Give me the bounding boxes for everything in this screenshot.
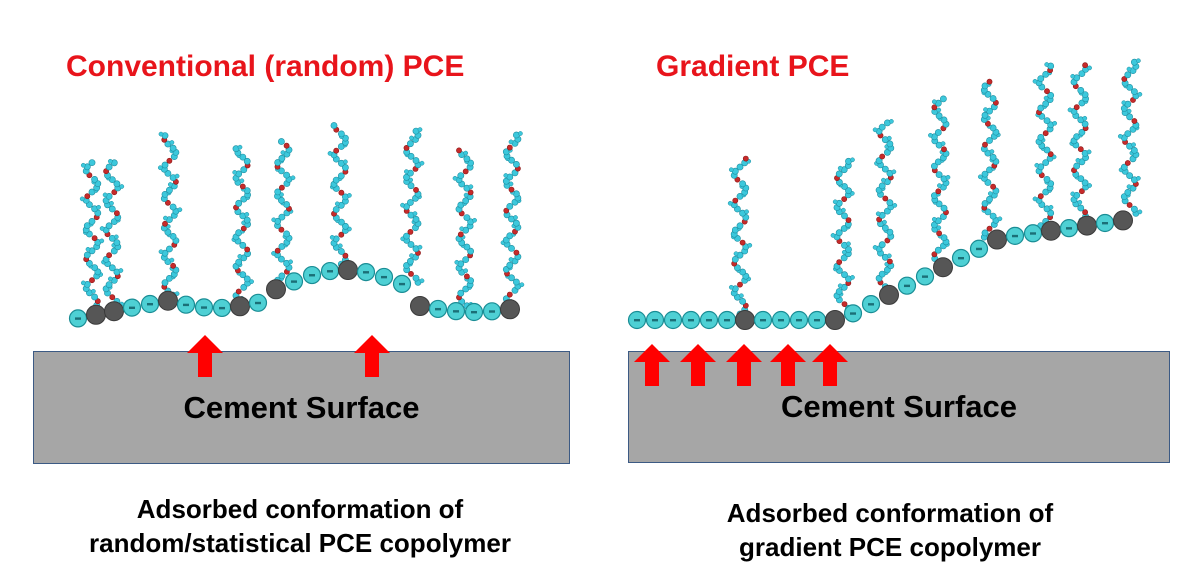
backbone-bead	[140, 294, 160, 314]
side-chain	[830, 157, 855, 316]
backbone-bead	[320, 261, 340, 281]
backbone-bead	[627, 310, 647, 330]
backbone-bead	[284, 272, 304, 291]
backbone-bead	[969, 239, 989, 258]
backbone-bead	[464, 302, 484, 322]
backbone-bead	[789, 310, 809, 330]
backbone-bead	[645, 310, 665, 330]
anchor-bead	[1113, 210, 1133, 231]
side-chain	[1032, 62, 1058, 229]
backbone-bead	[897, 276, 917, 295]
left-panel-title: Conventional (random) PCE	[66, 50, 465, 83]
side-chain	[977, 78, 1003, 241]
backbone-bead	[1095, 213, 1115, 233]
anchor-bead	[825, 310, 845, 330]
backbone-bead	[681, 310, 701, 330]
anchor-bead	[987, 229, 1007, 250]
anchor-bead	[410, 296, 430, 316]
backbone-bead	[392, 274, 412, 294]
side-chain	[872, 119, 898, 295]
side-chain	[452, 147, 477, 310]
backbone-bead	[194, 298, 214, 317]
backbone-bead	[176, 295, 196, 314]
backbone-bead	[446, 302, 466, 321]
side-chain	[400, 127, 425, 286]
backbone-bead	[717, 310, 737, 330]
right-cement-surface: Cement Surface	[628, 351, 1170, 463]
right-caption: Adsorbed conformation of gradient PCE co…	[630, 496, 1150, 564]
anchor-bead	[735, 310, 755, 330]
backbone-bead	[482, 302, 502, 321]
backbone-bead	[1059, 219, 1079, 238]
anchor-bead	[1041, 220, 1061, 241]
backbone-bead	[302, 265, 322, 285]
anchor-bead	[266, 279, 286, 300]
side-chain	[231, 144, 254, 304]
backbone-bead	[122, 298, 142, 317]
backbone-bead	[663, 310, 683, 330]
side-chain	[157, 131, 183, 299]
right-polymer	[627, 58, 1143, 330]
anchor-bead	[338, 260, 358, 281]
backbone-bead	[248, 293, 268, 312]
right-caption-line1: Adsorbed conformation of	[726, 498, 1054, 528]
left-caption-line1: Adsorbed conformation of	[136, 494, 464, 524]
backbone-bead	[212, 298, 232, 318]
backbone-bead	[356, 262, 376, 282]
side-chain	[327, 122, 352, 268]
side-chain	[727, 155, 753, 318]
anchor-bead	[86, 304, 106, 325]
backbone-bead	[68, 309, 88, 328]
left-cement-surface: Cement Surface	[33, 351, 570, 464]
right-surface-label: Cement Surface	[780, 389, 1018, 424]
anchor-bead	[879, 284, 899, 305]
anchor-bead	[230, 296, 250, 317]
backbone-bead	[699, 310, 719, 330]
side-chain	[79, 159, 105, 313]
backbone-bead	[1023, 224, 1043, 243]
right-panel-title: Gradient PCE	[656, 50, 850, 83]
side-chain	[500, 131, 525, 307]
backbone-bead	[807, 310, 827, 330]
right-caption-line2: gradient PCE copolymer	[739, 532, 1041, 562]
side-chain	[1067, 62, 1092, 224]
left-surface-label: Cement Surface	[183, 389, 420, 425]
side-chain	[928, 95, 951, 267]
anchor-bead	[1077, 215, 1097, 236]
backbone-bead	[428, 299, 448, 319]
anchor-bead	[500, 299, 520, 320]
anchor-bead	[104, 301, 124, 322]
backbone-bead	[861, 295, 881, 314]
left-caption-line2: random/statistical PCE copolymer	[89, 528, 511, 558]
side-chain	[271, 138, 296, 284]
backbone-bead	[753, 310, 773, 330]
left-polymer	[68, 122, 525, 328]
backbone-bead	[843, 304, 863, 323]
side-chain	[1117, 58, 1143, 217]
backbone-bead	[951, 248, 971, 268]
left-caption: Adsorbed conformation of random/statisti…	[40, 492, 560, 560]
side-chain	[99, 158, 125, 309]
backbone-bead	[771, 310, 791, 330]
backbone-bead	[1005, 226, 1025, 245]
backbone-bead	[915, 267, 935, 286]
anchor-bead	[158, 290, 178, 311]
anchor-bead	[933, 257, 953, 278]
backbone-bead	[374, 267, 394, 287]
